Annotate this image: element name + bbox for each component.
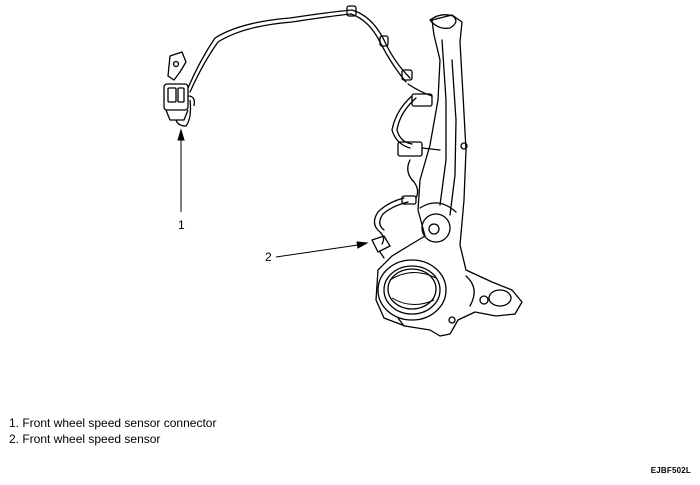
legend-item-connector: 1. Front wheel speed sensor connector (9, 416, 217, 430)
steering-knuckle (375, 14, 523, 337)
sensor-harness (187, 5, 441, 259)
leader-lines (177, 128, 369, 258)
hub-bearing (377, 259, 447, 321)
sensor-connector (163, 51, 196, 127)
callout-2: 2 (265, 250, 272, 264)
figure-code: EJBF502L (650, 466, 691, 475)
legend: 1. Front wheel speed sensor connector 2.… (9, 415, 216, 447)
legend-item-sensor: 2. Front wheel speed sensor (9, 432, 161, 446)
callout-1: 1 (178, 218, 185, 232)
